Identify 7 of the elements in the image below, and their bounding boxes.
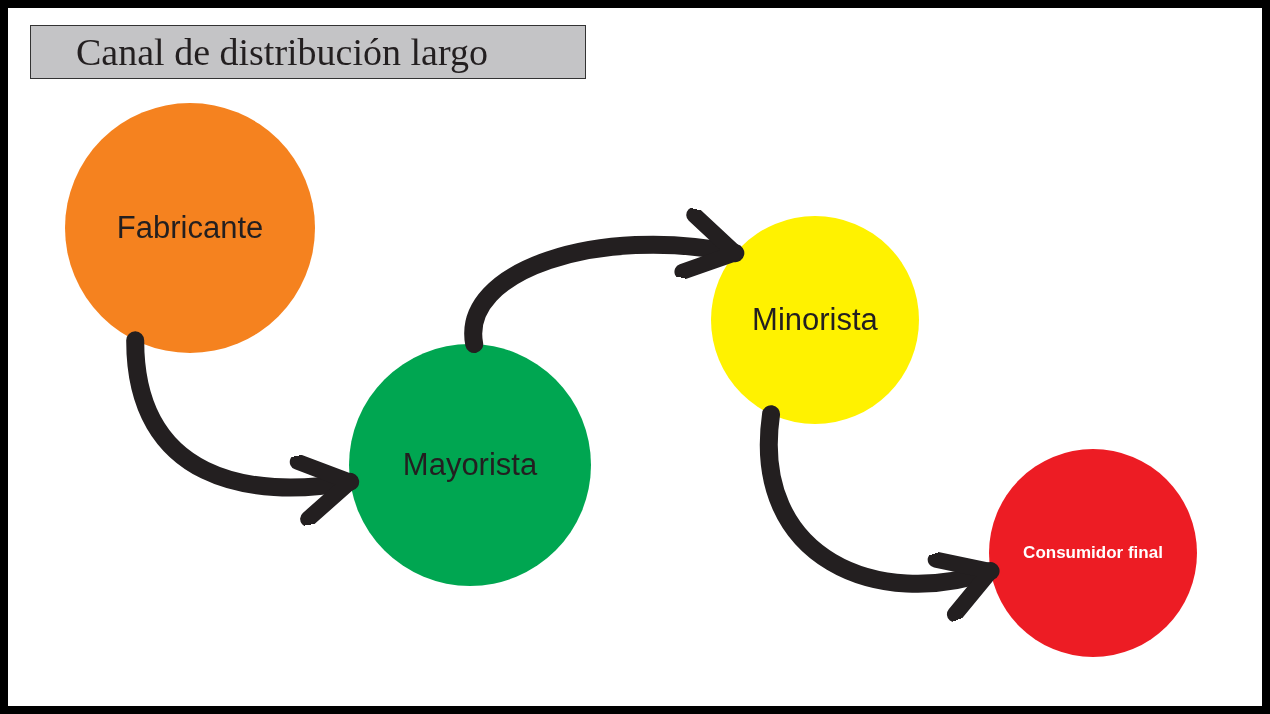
node-label: Minorista bbox=[752, 302, 878, 338]
node-label: Mayorista bbox=[402, 447, 538, 483]
node-label: Fabricante bbox=[116, 210, 264, 246]
title-box: Canal de distribución largo bbox=[30, 25, 586, 79]
curved-arrow bbox=[126, 331, 360, 526]
curved-arrow bbox=[759, 405, 1000, 620]
node-label: Consumidor final bbox=[1023, 543, 1163, 563]
